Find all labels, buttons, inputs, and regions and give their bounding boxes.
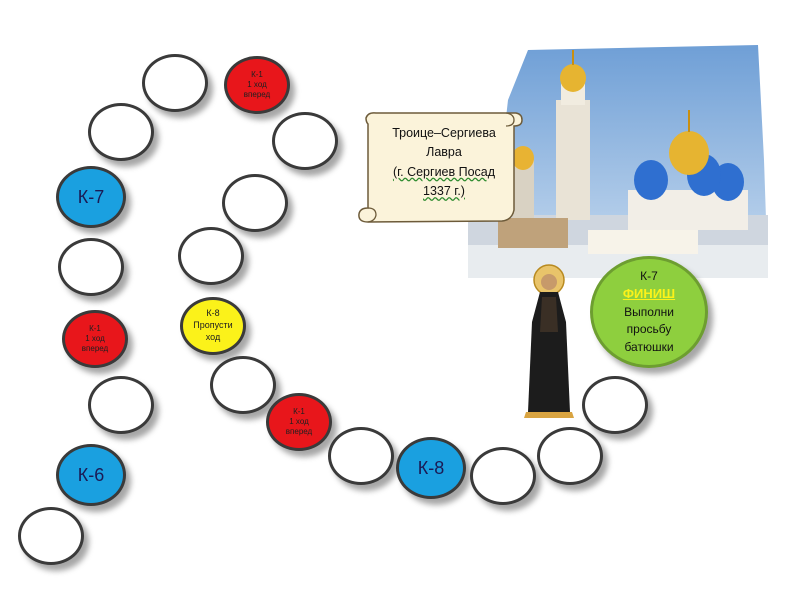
- finish-text-1: Выполни: [624, 305, 674, 320]
- finish-text-2: просьбу: [626, 322, 672, 337]
- path-cell-1[interactable]: [18, 507, 84, 565]
- path-cell-12[interactable]: [178, 227, 244, 285]
- parchment-scroll-icon: [358, 112, 523, 223]
- cell-label: 1 ход: [85, 334, 105, 343]
- lavra-photo: [468, 45, 768, 278]
- path-cell-5[interactable]: [58, 238, 124, 296]
- path-cell-8[interactable]: [142, 54, 208, 112]
- scroll-line-4: 1337 г.): [423, 184, 465, 199]
- path-cell-3[interactable]: [88, 376, 154, 434]
- cell-label: К-1: [293, 407, 305, 416]
- scroll-line-3: (г. Сергиев Посад: [392, 164, 496, 179]
- finish-text-3: батюшки: [624, 339, 674, 354]
- cell-label: К-1: [89, 324, 101, 333]
- scroll-line-2: Лавра: [426, 145, 462, 160]
- path-cell-k7[interactable]: К-7: [56, 166, 126, 228]
- scroll-text: Троице–Сергиева Лавра (г. Сергиев Посад …: [374, 124, 514, 202]
- path-cell-red-top[interactable]: К-1 1 ход вперед: [224, 56, 290, 114]
- path-cell-19[interactable]: [537, 427, 603, 485]
- cell-label: 1 ход: [247, 80, 267, 89]
- path-cell-red-left[interactable]: К-1 1 ход вперед: [62, 310, 128, 368]
- cell-label: вперед: [243, 90, 271, 99]
- cell-label: К-1: [251, 70, 263, 79]
- path-cell-yellow[interactable]: К-8 Пропусти ход: [180, 297, 246, 355]
- path-cell-11[interactable]: [222, 174, 288, 232]
- cell-label: К-7: [77, 186, 105, 207]
- path-cell-20[interactable]: [582, 376, 648, 434]
- cell-label: ход: [205, 331, 221, 342]
- path-cell-10[interactable]: [272, 112, 338, 170]
- path-cell-16[interactable]: [328, 427, 394, 485]
- cell-label: 1 ход: [289, 417, 309, 426]
- saint-sergius-icon: [524, 264, 574, 418]
- path-cell-7[interactable]: [88, 103, 154, 161]
- finish-cell-code: К-7: [640, 268, 658, 283]
- path-cell-red-bottom[interactable]: К-1 1 ход вперед: [266, 393, 332, 451]
- cell-label: К-6: [77, 464, 105, 485]
- path-cell-14[interactable]: [210, 356, 276, 414]
- cell-label: К-8: [206, 308, 220, 319]
- cell-label: вперед: [81, 344, 109, 353]
- path-cell-k8[interactable]: К-8: [396, 437, 466, 499]
- cell-label: вперед: [285, 427, 313, 436]
- finish-cell[interactable]: К-7 ФИНИШ Выполни просьбу батюшки: [590, 256, 708, 368]
- finish-label: ФИНИШ: [622, 286, 676, 302]
- info-scroll: Троице–Сергиева Лавра (г. Сергиев Посад …: [356, 110, 524, 226]
- path-cell-k6[interactable]: К-6: [56, 444, 126, 506]
- cell-label: К-8: [417, 457, 445, 478]
- cell-label: Пропусти: [193, 320, 233, 331]
- scroll-line-1: Троице–Сергиева: [392, 126, 496, 140]
- path-cell-18[interactable]: [470, 447, 536, 505]
